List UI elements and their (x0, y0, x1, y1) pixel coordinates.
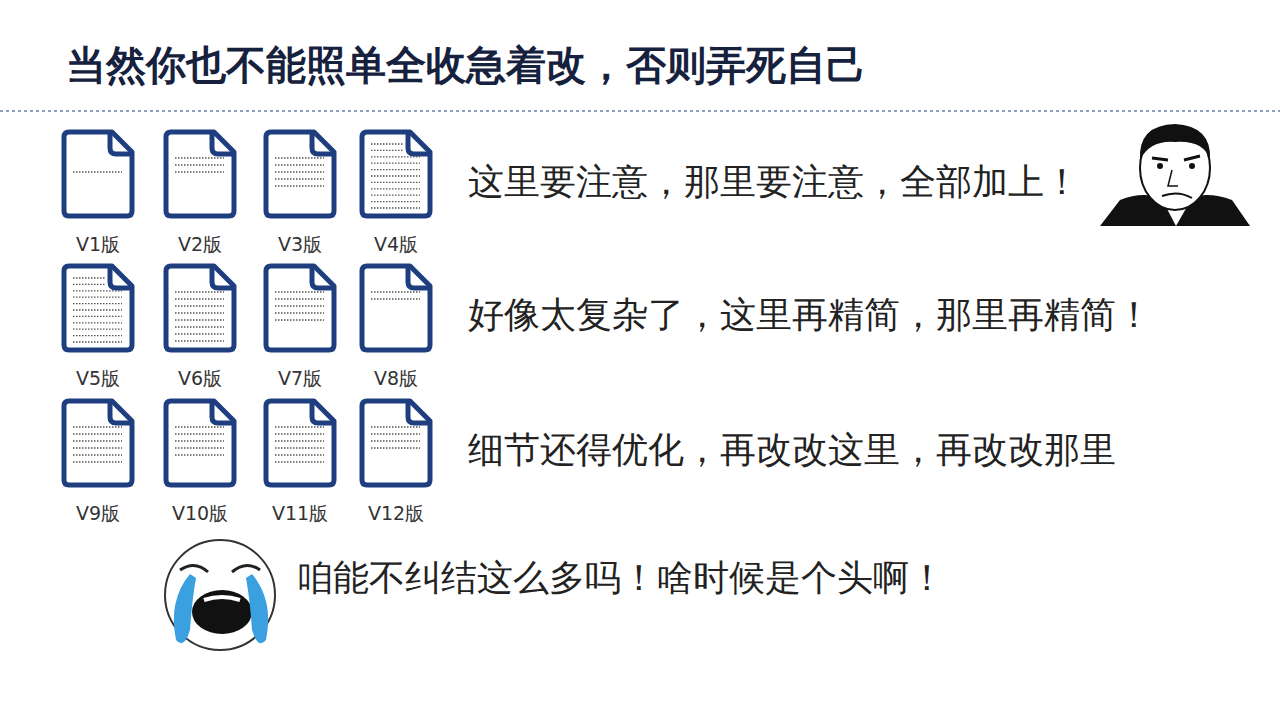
document-icon: V3版 (262, 128, 338, 260)
document-icon: V1版 (60, 128, 136, 260)
comment-text: 这里要注意，那里要注意，全部加上！ (468, 158, 1080, 207)
version-label: V8版 (338, 366, 454, 392)
version-label: V11版 (242, 501, 358, 527)
document-icon: V4版 (358, 128, 434, 260)
document-outline (358, 262, 434, 354)
document-outline (162, 262, 238, 354)
document-icon: V2版 (162, 128, 238, 260)
man-face-meme (1100, 124, 1250, 226)
document-outline (262, 397, 338, 489)
version-label: V7版 (242, 366, 358, 392)
version-label: V12版 (338, 501, 454, 527)
version-label: V9版 (40, 501, 156, 527)
comment-text: 好像太复杂了，这里再精简，那里再精简！ (468, 291, 1152, 340)
document-icon: V9版 (60, 397, 136, 529)
document-outline (262, 128, 338, 220)
version-label: V1版 (40, 232, 156, 258)
document-outline (60, 397, 136, 489)
version-label: V10版 (142, 501, 258, 527)
document-icon: V10版 (162, 397, 238, 529)
version-label: V5版 (40, 366, 156, 392)
version-label: V3版 (242, 232, 358, 258)
crying-face-meme (165, 540, 275, 650)
document-icon: V6版 (162, 262, 238, 394)
document-outline (262, 262, 338, 354)
version-label: V6版 (142, 366, 258, 392)
document-icon: V5版 (60, 262, 136, 394)
version-label: V4版 (338, 232, 454, 258)
document-outline (162, 128, 238, 220)
document-icon: V12版 (358, 397, 434, 529)
document-outline (358, 128, 434, 220)
document-outline (60, 262, 136, 354)
dotted-separator (0, 111, 1280, 112)
document-outline (60, 128, 136, 220)
document-outline (358, 397, 434, 489)
version-label: V2版 (142, 232, 258, 258)
comment-text: 细节还得优化，再改改这里，再改改那里 (468, 426, 1116, 475)
slide-title: 当然你也不能照单全收急着改，否则弄死自己 (66, 38, 866, 93)
document-outline (162, 397, 238, 489)
document-icon: V8版 (358, 262, 434, 394)
comment-text: 咱能不纠结这么多吗！啥时候是个头啊！ (297, 554, 945, 603)
document-icon: V11版 (262, 397, 338, 529)
document-icon: V7版 (262, 262, 338, 394)
